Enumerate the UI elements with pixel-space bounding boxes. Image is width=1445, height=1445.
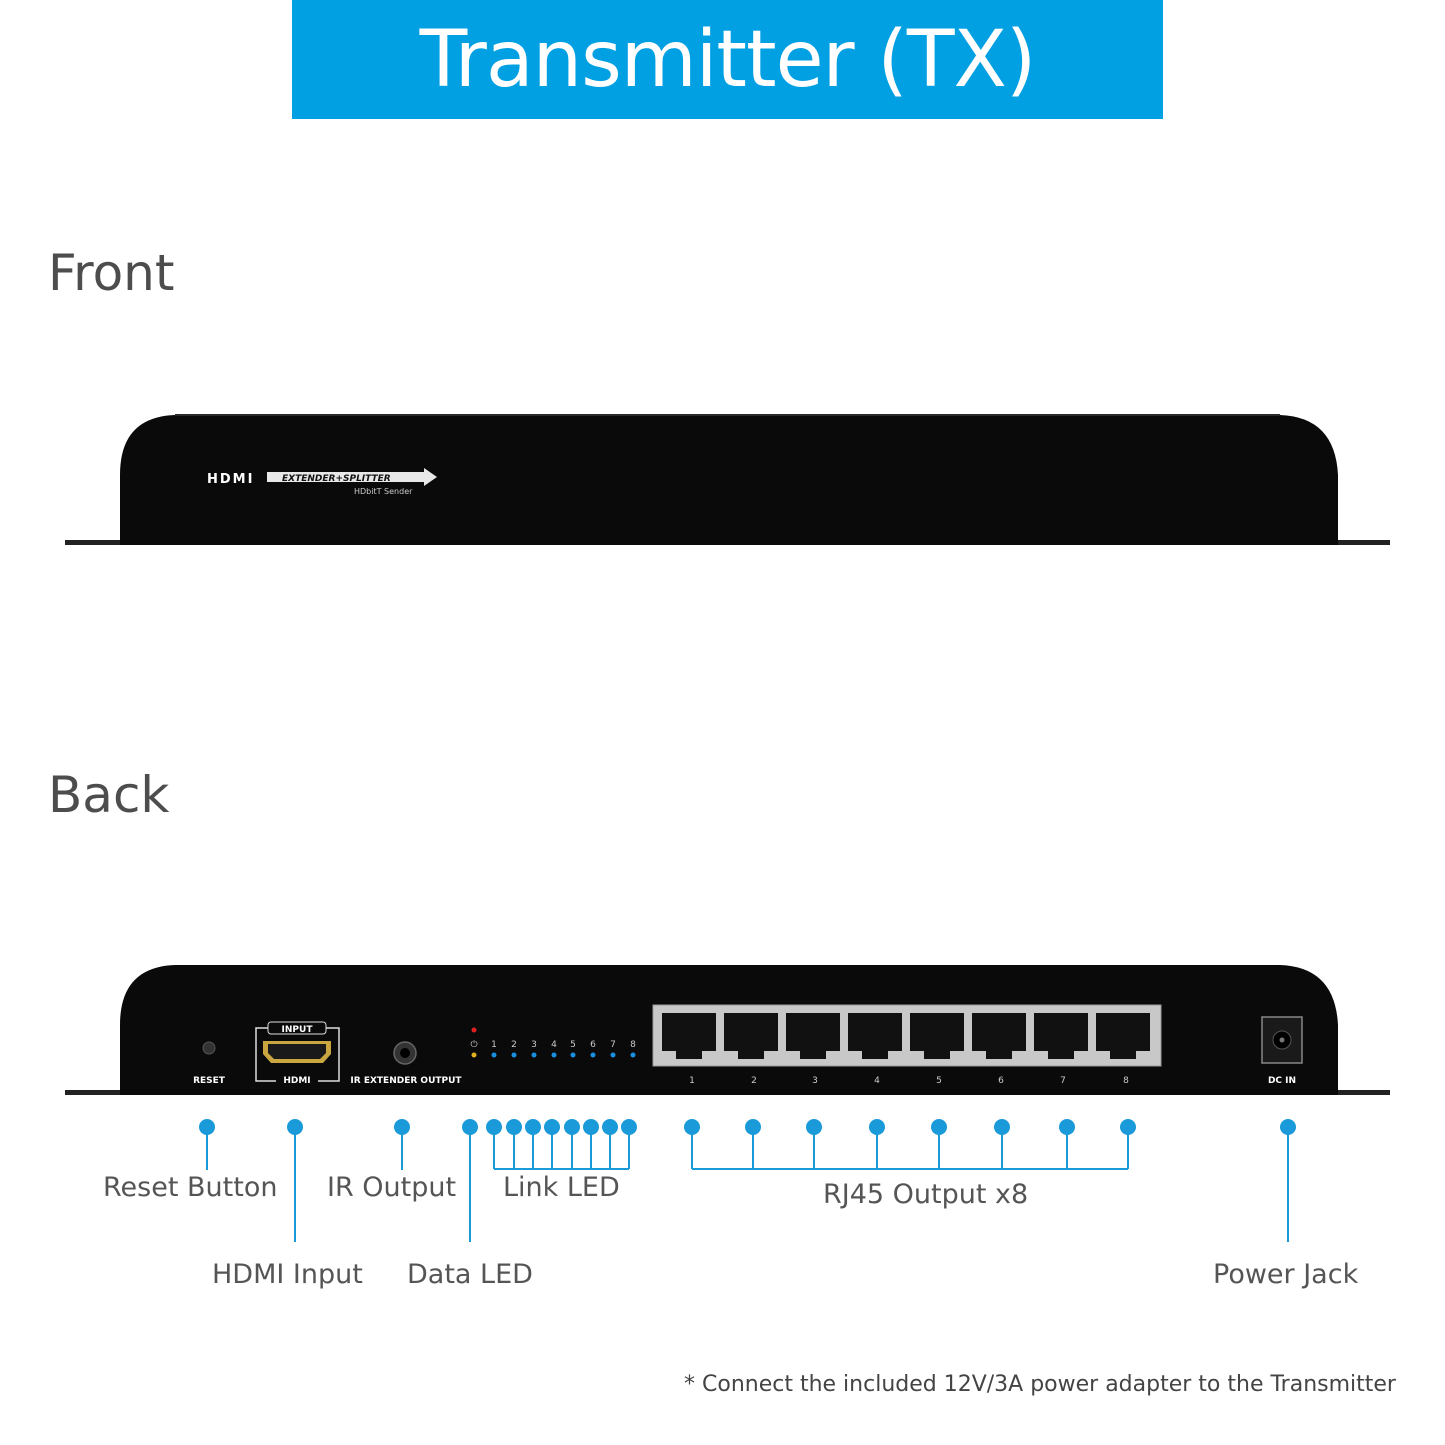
rj45-port [786,1013,840,1059]
callout-dot [1120,1119,1136,1135]
port-number: 8 [1123,1076,1129,1086]
back-section-label: Back [48,766,170,824]
rj45-port [848,1013,902,1059]
rj45-port [972,1013,1026,1059]
front-arrow-logo [267,468,437,486]
rj45-port [910,1013,964,1059]
dc-label: DC IN [1268,1076,1296,1086]
ir-jack-hole [400,1048,410,1058]
link-led [551,1052,557,1058]
link-led [511,1052,517,1058]
front-sub-label: HDbitT Sender [354,487,413,496]
back-panel-device: RESET INPUT HDMI IR EXTENDER OUTPUT ⏻ 1 … [65,965,1390,1095]
link-led [590,1052,596,1058]
page-title: Transmitter (TX) [419,14,1037,105]
port-number: 2 [751,1076,757,1086]
ir-label: IR EXTENDER OUTPUT [350,1076,462,1086]
rj45-port-numbers: 1 2 3 4 5 6 7 8 [689,1076,1129,1086]
callout-dot [684,1119,700,1135]
reset-label: RESET [193,1076,226,1086]
callout-dot [506,1119,522,1135]
link-led [610,1052,616,1058]
port-number: 6 [998,1076,1004,1086]
callout-dot [745,1119,761,1135]
callout-ir-output: IR Output [327,1172,457,1203]
front-section-label: Front [48,244,175,302]
rj45-port [1096,1013,1150,1059]
leader-rj45-bracket [691,1127,1129,1170]
callout-dot [564,1119,580,1135]
callout-reset-button: Reset Button [103,1172,278,1203]
input-label: INPUT [282,1025,314,1035]
leader-link-led-bracket [493,1127,630,1170]
hdmi-port-inner [268,1044,326,1059]
link-led-number: 4 [551,1040,557,1050]
callout-dot [1280,1119,1296,1135]
footnote: * Connect the included 12V/3A power adap… [684,1372,1396,1397]
front-brand-extender: EXTENDER+SPLITTER [282,474,391,484]
power-symbol-icon: ⏻ [470,1039,477,1050]
callout-dot [544,1119,560,1135]
link-led-number: 7 [610,1040,616,1050]
link-led-number: 2 [511,1040,517,1050]
callout-dot [806,1119,822,1135]
rj45-port [724,1013,778,1059]
link-led-number: 8 [630,1040,636,1050]
title-banner: Transmitter (TX) [292,0,1163,119]
port-number: 1 [689,1076,695,1086]
callout-hdmi-input: HDMI Input [212,1259,363,1290]
callout-rj45-output: RJ45 Output x8 [823,1179,1029,1210]
port-number: 7 [1060,1076,1066,1086]
hdmi-label: HDMI [283,1076,310,1086]
callout-dot [287,1119,303,1135]
port-number: 4 [874,1076,880,1086]
data-led-red [471,1027,477,1033]
dc-jack-pin [1279,1037,1285,1043]
link-led [531,1052,537,1058]
callout-dot [199,1119,215,1135]
callout-link-led: Link LED [503,1172,620,1203]
rj45-ports [662,1013,1150,1059]
callout-dot [931,1119,947,1135]
callout-data-led: Data LED [407,1259,533,1290]
hdmi-frame [255,1027,340,1082]
callout-dot [621,1119,637,1135]
front-panel-device: HDMI EXTENDER+SPLITTER HDbitT Sender [65,414,1390,545]
port-number: 3 [812,1076,818,1086]
link-led-group: 1 2 3 4 5 6 7 8 [491,1040,636,1058]
rj45-port [662,1013,716,1059]
callout-dot [525,1119,541,1135]
callout-dot [602,1119,618,1135]
link-led [570,1052,576,1058]
callout-dot [394,1119,410,1135]
data-led-yellow [471,1052,477,1058]
callout-dot [486,1119,502,1135]
link-led-number: 1 [491,1040,497,1050]
callout-dot [583,1119,599,1135]
link-led [491,1052,497,1058]
link-led-number: 5 [570,1040,576,1050]
rj45-port [1034,1013,1088,1059]
callout-dot [1059,1119,1075,1135]
port-number: 5 [936,1076,942,1086]
input-badge [267,1021,327,1035]
callout-dot [869,1119,885,1135]
link-led-number: 3 [531,1040,537,1050]
link-led-number: 6 [590,1040,596,1050]
callout-dot [462,1119,478,1135]
reset-button-hole [202,1041,216,1055]
callout-dot [994,1119,1010,1135]
callout-power-jack: Power Jack [1213,1259,1359,1290]
link-led [630,1052,636,1058]
front-brand-hdmi: HDMI [207,472,254,487]
front-chassis [120,415,1338,545]
